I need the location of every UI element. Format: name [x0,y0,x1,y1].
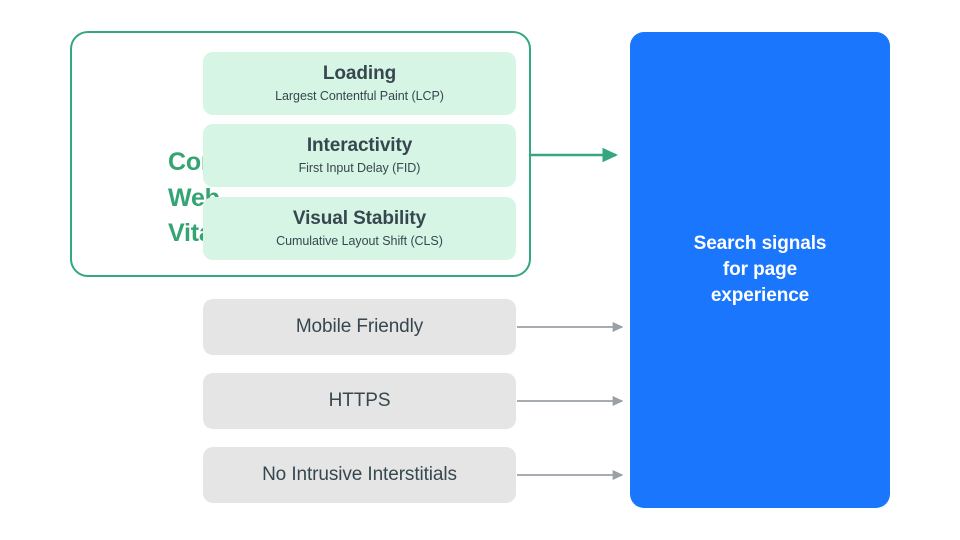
signal-card-mobile-friendly[interactable]: Mobile Friendly [203,299,516,355]
metric-card-loading[interactable]: Loading Largest Contentful Paint (LCP) [203,52,516,115]
metric-subtitle-visual-stability: Cumulative Layout Shift (CLS) [276,233,443,248]
metric-card-interactivity[interactable]: Interactivity First Input Delay (FID) [203,124,516,187]
metric-card-visual-stability[interactable]: Visual Stability Cumulative Layout Shift… [203,197,516,260]
metric-subtitle-loading: Largest Contentful Paint (LCP) [275,88,444,103]
metric-subtitle-interactivity: First Input Delay (FID) [298,160,421,175]
metric-title-loading: Loading [322,63,397,85]
signal-title-mobile-friendly: Mobile Friendly [295,316,424,338]
search-signals-destination-label: Search signals for page experience [693,232,827,307]
signal-card-https[interactable]: HTTPS [203,373,516,429]
signal-card-no-intrusive-interstitials[interactable]: No Intrusive Interstitials [203,447,516,503]
signal-title-https: HTTPS [328,390,391,412]
metric-title-visual-stability: Visual Stability [292,208,427,230]
signal-title-no-intrusive-interstitials: No Intrusive Interstitials [262,464,457,486]
metric-title-interactivity: Interactivity [306,135,413,157]
search-signals-destination-box[interactable]: Search signals for page experience [630,32,890,508]
